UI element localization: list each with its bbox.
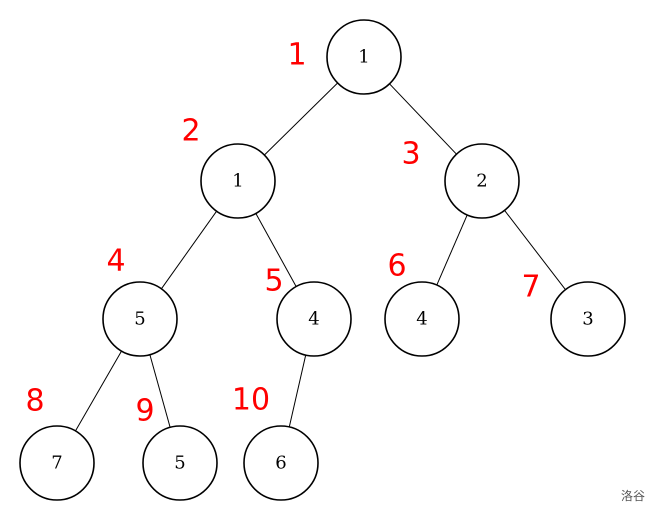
tree-index-labels: 1 2 3 4 5 6 7 8 9 10: [25, 38, 540, 429]
edge-4-9: [149, 354, 171, 428]
node-index-label: 8: [25, 384, 44, 419]
node-value: 5: [134, 309, 145, 330]
node-index-label: 1: [287, 38, 306, 73]
tree-nodes: 1 1 2 5 4 4 3 7 5 6: [19, 19, 626, 501]
node-value: 2: [476, 171, 487, 192]
node-value: 1: [358, 47, 369, 68]
node-value: 6: [275, 453, 286, 474]
node-circle: [243, 425, 319, 501]
tree-node-2: 1: [200, 143, 276, 219]
tree-node-10: 6: [243, 425, 319, 501]
node-index-label: 3: [401, 137, 420, 172]
tree-node-6: 4: [384, 281, 460, 357]
node-value: 4: [308, 309, 319, 330]
node-circle: [276, 281, 352, 357]
edge-1-3: [389, 83, 457, 155]
node-circle: [102, 281, 178, 357]
node-circle: [326, 19, 402, 95]
edge-3-6: [436, 214, 468, 286]
node-index-label: 2: [181, 114, 200, 149]
node-value: 7: [51, 453, 62, 474]
edge-1-2: [264, 82, 338, 156]
node-circle: [200, 143, 276, 219]
edge-3-7: [504, 209, 566, 291]
node-circle: [550, 281, 626, 357]
tree-node-1: 1: [326, 19, 402, 95]
tree-node-3: 2: [444, 143, 520, 219]
tree-node-4: 5: [102, 281, 178, 357]
edge-2-4: [160, 210, 218, 290]
node-value: 4: [416, 309, 427, 330]
watermark: 洛谷: [620, 489, 645, 503]
edge-2-5: [255, 213, 297, 287]
tree-node-7: 3: [550, 281, 626, 357]
node-index-label: 10: [232, 383, 270, 418]
node-index-label: 7: [521, 270, 540, 305]
edge-5-10: [288, 354, 307, 428]
node-value: 3: [582, 309, 593, 330]
node-value: 1: [232, 171, 243, 192]
node-value: 5: [174, 453, 185, 474]
node-circle: [142, 425, 218, 501]
tree-edges: [75, 82, 566, 432]
node-circle: [444, 143, 520, 219]
tree-node-8: 7: [19, 425, 95, 501]
tree-node-9: 5: [142, 425, 218, 501]
node-index-label: 6: [387, 249, 406, 284]
node-index-label: 4: [106, 244, 125, 279]
node-index-label: 9: [135, 394, 154, 429]
node-circle: [19, 425, 95, 501]
edge-4-8: [75, 350, 122, 432]
node-index-label: 5: [264, 264, 283, 299]
tree-node-5: 4: [276, 281, 352, 357]
node-circle: [384, 281, 460, 357]
